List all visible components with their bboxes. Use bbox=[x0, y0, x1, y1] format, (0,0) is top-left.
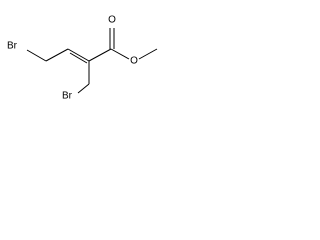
bond-alkene-outer bbox=[67, 48, 90, 62]
atom-label-oxygen-ester: O bbox=[130, 56, 138, 67]
bond-ch2-ch bbox=[45, 48, 69, 62]
bond-ch2-br-bottom bbox=[77, 83, 90, 94]
atom-label-layer: Br O O Br bbox=[7, 15, 138, 102]
bond-br-ch2-top bbox=[26, 49, 47, 62]
bond-c-oester bbox=[110, 48, 130, 60]
bond-c-carbonyl bbox=[88, 48, 112, 62]
chemical-structure: Br O O Br bbox=[7, 15, 158, 102]
bond-layer bbox=[26, 28, 158, 94]
atom-label-br-bottom: Br bbox=[62, 91, 73, 102]
atom-label-br-top: Br bbox=[7, 41, 18, 52]
bond-oester-methyl bbox=[138, 48, 158, 60]
atom-label-oxygen-carbonyl: O bbox=[108, 15, 116, 26]
bond-alkene-inner bbox=[69, 52, 88, 64]
